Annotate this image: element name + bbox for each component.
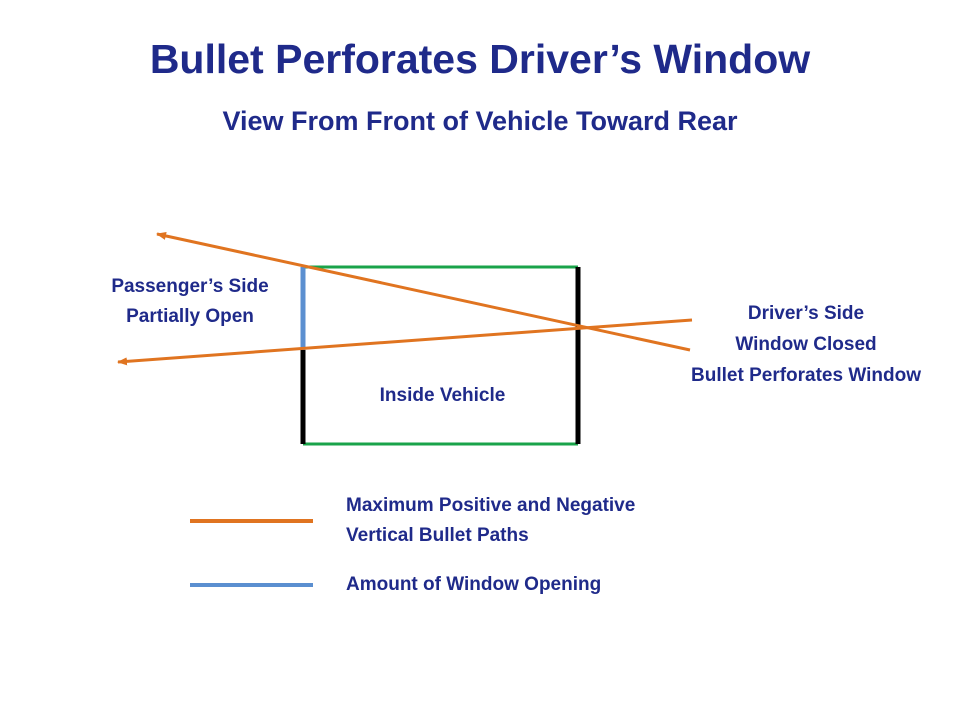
diagram-subtitle: View From Front of Vehicle Toward Rear [222, 106, 738, 136]
driver-side-label-line2: Window Closed [735, 334, 877, 355]
driver-side-label: Driver’s Side Window Closed Bullet Perfo… [656, 298, 956, 391]
diagram-title: Bullet Perforates Driver’s Window [149, 36, 811, 82]
legend-window-opening-label: Amount of Window Opening [346, 574, 602, 595]
legend-bullet-paths-line2: Vertical Bullet Paths [346, 525, 529, 546]
inside-vehicle-label: Inside Vehicle [379, 385, 506, 406]
driver-side-label-line3: Bullet Perforates Window [691, 365, 921, 386]
driver-side-label-line1: Driver’s Side [747, 303, 865, 324]
bullet-path-upward [117, 318, 693, 366]
legend-bullet-paths-line1: Maximum Positive and Negative [346, 495, 636, 516]
bullet-path-downward [156, 232, 691, 352]
passenger-side-label-line2: Partially Open [126, 306, 254, 327]
passenger-side-label-line1: Passenger’s Side [111, 276, 269, 297]
passenger-side-label: Passenger’s Side Partially Open [78, 272, 302, 332]
legend-bullet-paths-label: Maximum Positive and Negative Vertical B… [346, 491, 635, 551]
